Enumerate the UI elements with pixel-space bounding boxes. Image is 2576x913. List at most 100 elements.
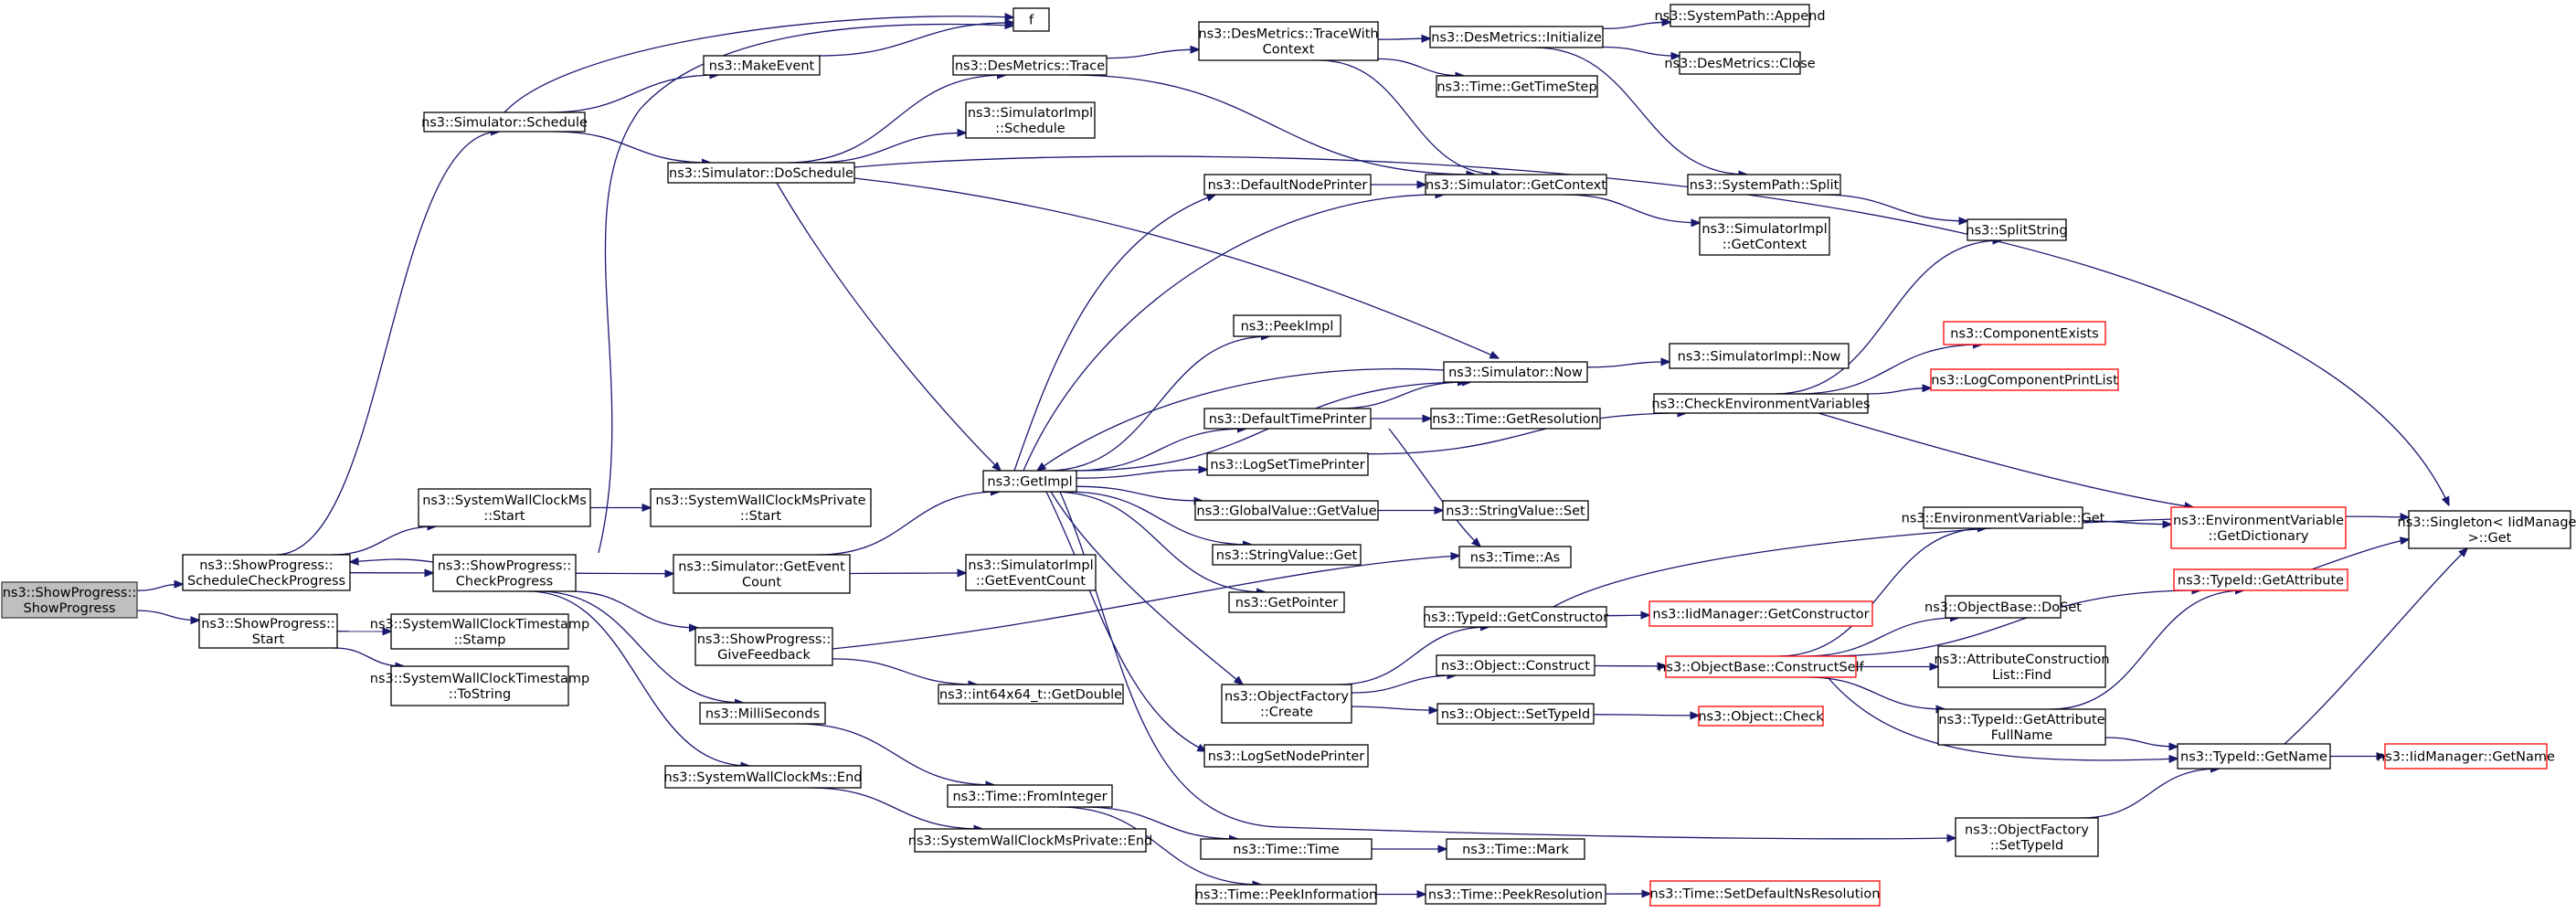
node-of-create[interactable]: ns3::ObjectFactory::Create — [1221, 684, 1352, 724]
node-box[interactable] — [1203, 174, 1372, 196]
node-simimpl-now[interactable]: ns3::SimulatorImpl::Now — [1669, 343, 1850, 369]
node-peekinfo[interactable]: ns3::Time::PeekInformation — [1195, 884, 1377, 905]
node-swcms-end[interactable]: ns3::SystemWallClockMs::End — [664, 765, 863, 789]
node-box[interactable] — [1945, 595, 2062, 619]
node-fromint[interactable]: ns3::Time::FromInteger — [947, 784, 1113, 808]
node-box[interactable] — [1436, 654, 1595, 676]
node-box[interactable] — [1937, 708, 2106, 746]
node-componentexists[interactable]: ns3::ComponentExists — [1943, 321, 2106, 345]
node-getpointer[interactable]: ns3::GetPointer — [1228, 591, 1345, 613]
node-box[interactable] — [1699, 217, 1830, 256]
node-box[interactable] — [664, 765, 862, 789]
node-box[interactable] — [914, 828, 1147, 853]
node-box[interactable] — [1446, 838, 1585, 860]
node-box[interactable] — [1669, 343, 1850, 369]
node-gettimestep[interactable]: ns3::Time::GetTimeStep — [1436, 75, 1598, 98]
node-box[interactable] — [667, 162, 855, 184]
node-tid-getname[interactable]: ns3::TypeId::GetName — [2177, 743, 2331, 770]
node-sv-get[interactable]: ns3::StringValue::Get — [1212, 544, 1362, 566]
node-deftimeprinter[interactable]: ns3::DefaultTimePrinter — [1203, 408, 1372, 430]
node-defnodeprinter[interactable]: ns3::DefaultNodePrinter — [1203, 174, 1372, 196]
node-box[interactable] — [1442, 500, 1589, 521]
node-objbase-constructself[interactable]: ns3::ObjectBase::ConstructSelf — [1658, 655, 1865, 678]
node-peekimpl[interactable]: ns3::PeekImpl — [1233, 314, 1341, 337]
node-makeevent[interactable]: ns3::MakeEvent — [703, 55, 821, 76]
node-checkenv[interactable]: ns3::CheckEnvironmentVariables — [1651, 393, 1871, 414]
node-time-mark[interactable]: ns3::Time::Mark — [1446, 838, 1585, 860]
node-box[interactable] — [1653, 393, 1869, 414]
node-syspath-append[interactable]: ns3::SystemPath::Append — [1654, 4, 1826, 27]
node-box[interactable] — [673, 554, 851, 594]
node-box[interactable] — [1429, 26, 1604, 48]
node-splitstring[interactable]: ns3::SplitString — [1966, 218, 2068, 241]
node-envvar-get[interactable]: ns3::EnvironmentVariable::Get — [1902, 506, 2105, 529]
node-box[interactable] — [2177, 743, 2331, 770]
node-box[interactable] — [1679, 51, 1801, 75]
node-singleton-get[interactable]: ns3::Singleton< IidManager >::Get — [2398, 510, 2576, 549]
node-logsetnodeprinter[interactable]: ns3::LogSetNodePrinter — [1203, 744, 1369, 768]
node-box[interactable] — [1200, 838, 1373, 860]
node-checkprog[interactable]: ns3::ShowProgress::CheckProgress — [432, 554, 577, 592]
node-box[interactable] — [1198, 21, 1379, 61]
node-objbase-doset[interactable]: ns3::ObjectBase::DoSet — [1924, 595, 2082, 619]
node-sim-getcontext[interactable]: ns3::Simulator::GetContext — [1425, 174, 1607, 196]
node-box[interactable] — [1425, 884, 1606, 905]
node-int64-getdouble[interactable]: ns3::int64x64_t::GetDouble — [938, 684, 1124, 705]
node-box[interactable] — [952, 55, 1108, 76]
node-swcmsp-end[interactable]: ns3::SystemWallClockMsPrivate::End — [908, 828, 1153, 853]
node-box[interactable] — [1430, 408, 1601, 430]
node-box[interactable] — [1203, 744, 1369, 768]
node-box[interactable] — [1687, 174, 1841, 196]
node-box[interactable] — [198, 613, 338, 649]
node-tid-getattribute[interactable]: ns3::TypeId::GetAttribute — [2173, 568, 2348, 591]
node-box[interactable] — [965, 554, 1097, 591]
node-box[interactable] — [2384, 743, 2548, 770]
node-swcms-start[interactable]: ns3::SystemWallClockMs::Start — [418, 488, 591, 527]
node-box[interactable] — [1966, 218, 2067, 241]
node-milliseconds[interactable]: ns3::MilliSeconds — [699, 702, 826, 725]
node-box[interactable] — [1443, 361, 1588, 383]
node-box[interactable] — [1221, 684, 1352, 724]
node-givefeedback[interactable]: ns3::ShowProgress::GiveFeedback — [694, 627, 833, 666]
node-geteventcount[interactable]: ns3::Simulator::GetEventCount — [673, 554, 851, 594]
node-box[interactable] — [938, 684, 1124, 705]
node-swcts-stamp[interactable]: ns3::SystemWallClockTimestamp::Stamp — [370, 613, 590, 650]
node-box[interactable] — [947, 784, 1113, 808]
node-of-settypeid[interactable]: ns3::ObjectFactory::SetTypeId — [1955, 817, 2099, 857]
node-box[interactable] — [1458, 546, 1572, 568]
node-box[interactable] — [390, 665, 569, 706]
node-box[interactable] — [699, 702, 826, 725]
node-box[interactable] — [1195, 884, 1377, 905]
node-logsettimeprinter[interactable]: ns3::LogSetTimePrinter — [1206, 452, 1369, 476]
node-obj-settypeid[interactable]: ns3::Object::SetTypeId — [1436, 703, 1595, 725]
node-logcompprintlist[interactable]: ns3::LogComponentPrintList — [1930, 368, 2119, 391]
node-box[interactable] — [1012, 7, 1050, 32]
node-box[interactable] — [1955, 817, 2099, 857]
node-box[interactable] — [1206, 452, 1369, 476]
node-box[interactable] — [1698, 706, 1824, 727]
node-time-as[interactable]: ns3::Time::As — [1458, 546, 1572, 568]
node-envvar-getdict[interactable]: ns3::EnvironmentVariable::GetDictionary — [2170, 506, 2347, 549]
node-syspath-split[interactable]: ns3::SystemPath::Split — [1687, 174, 1841, 196]
node-box[interactable] — [1212, 544, 1362, 566]
node-box[interactable] — [390, 613, 569, 650]
node-box[interactable] — [1648, 600, 1873, 627]
node-box[interactable] — [1665, 655, 1857, 678]
node-box[interactable] — [1228, 591, 1345, 613]
node-box[interactable] — [2408, 510, 2571, 549]
node-box[interactable] — [1670, 4, 1810, 27]
node-box[interactable] — [423, 111, 586, 133]
node-sched[interactable]: ns3::Simulator::Schedule — [421, 111, 588, 133]
node-simimpl-schedule[interactable]: ns3::SimulatorImpl::Schedule — [965, 101, 1096, 139]
node-box[interactable] — [650, 488, 872, 527]
node-root[interactable]: ns3::ShowProgress::ShowProgress — [1, 581, 138, 619]
node-doschedule[interactable]: ns3::Simulator::DoSchedule — [667, 162, 855, 184]
node-getimpl[interactable]: ns3::GetImpl — [982, 470, 1077, 493]
node-desm-trace[interactable]: ns3::DesMetrics::Trace — [952, 55, 1108, 76]
node-tid-getconstructor[interactable]: ns3::TypeId::GetConstructor — [1423, 606, 1608, 628]
node-box[interactable] — [982, 470, 1077, 493]
node-f[interactable]: f — [1012, 7, 1050, 32]
node-obj-construct[interactable]: ns3::Object::Construct — [1436, 654, 1595, 676]
